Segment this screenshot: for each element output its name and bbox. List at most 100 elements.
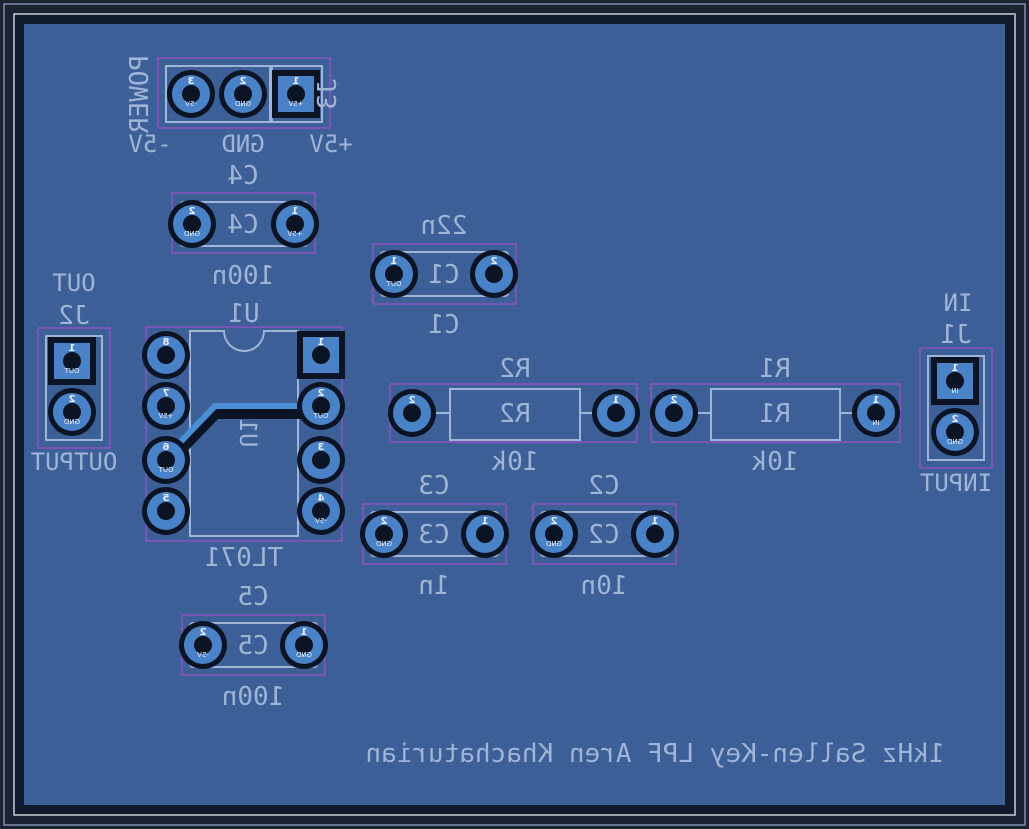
svg-text:2: 2 xyxy=(670,395,677,406)
U1-silk-body xyxy=(189,330,299,537)
C1-body-label: C1 xyxy=(428,260,459,290)
R1-resistor[interactable]: R1 2 1 IN R1 10k xyxy=(650,354,901,477)
svg-text:+5V: +5V xyxy=(158,412,173,420)
R1-reference: R1 xyxy=(759,354,790,384)
svg-text:1: 1 xyxy=(612,395,619,406)
U1-pad-8: 8 xyxy=(142,331,190,379)
J1-input-connector[interactable]: 1 IN 2 GND IN J1 INPUT xyxy=(919,289,993,497)
C4-capacitor[interactable]: C4 2 GND 1 +5V C4 100n xyxy=(168,161,319,291)
J3-power-header[interactable]: 1 +5V 2 GND 3 -5V J3 POWER -5V GND +5V xyxy=(125,55,353,158)
svg-text:1: 1 xyxy=(390,256,397,267)
R1-silk-body xyxy=(710,388,841,441)
svg-text:1: 1 xyxy=(291,206,298,217)
J3-label-gnd: GND xyxy=(221,130,264,158)
svg-text:2: 2 xyxy=(408,395,415,406)
C4-value: 100n xyxy=(212,261,275,291)
J3-reference: J3 xyxy=(313,78,343,109)
J3-pad-1: 1 +5V xyxy=(278,76,314,112)
R2-resistor[interactable]: R2 2 1 R2 10k xyxy=(388,354,640,477)
svg-text:5: 5 xyxy=(162,493,169,504)
J2-extra-label: OUT xyxy=(52,269,95,297)
C1-pad-1: 1 OUT xyxy=(370,250,418,298)
svg-text:8: 8 xyxy=(162,337,169,348)
J2-value: OUTPUT xyxy=(31,448,118,476)
svg-text:-5V: -5V xyxy=(197,651,209,659)
R1-pad-1: 1 IN xyxy=(852,389,900,437)
R2-value: 10k xyxy=(491,447,538,477)
J1-silk-box xyxy=(927,355,985,461)
svg-text:2: 2 xyxy=(188,206,195,217)
J1-courtyard xyxy=(919,347,993,469)
C5-pad-2: 2 -5V xyxy=(179,621,227,669)
svg-text:4: 4 xyxy=(317,493,324,504)
svg-text:2: 2 xyxy=(380,516,387,527)
R1-value: 10k xyxy=(751,447,798,477)
J3-pad-3-net: -5V xyxy=(185,100,197,108)
C3-pad-2: 2 GND xyxy=(360,510,408,558)
J3-pad-2-num: 2 xyxy=(239,76,246,87)
svg-text:7: 7 xyxy=(162,388,169,399)
svg-text:1: 1 xyxy=(300,627,307,638)
U1-courtyard xyxy=(145,326,343,542)
R2-pad-2: 2 xyxy=(388,389,436,437)
C5-reference: C5 xyxy=(237,582,268,612)
J2-output-connector[interactable]: 1 OUT 2 GND OUT J2 OUTPUT xyxy=(31,269,118,476)
C3-capacitor[interactable]: C3 2 GND 1 C3 1n xyxy=(360,471,509,601)
C2-body-label: C2 xyxy=(588,520,619,550)
C4-body-label: C4 xyxy=(227,210,258,240)
svg-text:OUT: OUT xyxy=(64,367,80,375)
J3-pad-2: 2 GND xyxy=(219,70,267,118)
J2-courtyard xyxy=(37,327,111,449)
J3-label-minus5v: -5V xyxy=(128,130,171,158)
svg-text:1: 1 xyxy=(951,363,958,374)
C4-reference: C4 xyxy=(227,161,258,191)
R2-silk-body xyxy=(449,388,581,441)
J2-pad-2: 2 GND xyxy=(48,388,96,436)
C5-value: 100n xyxy=(222,682,285,712)
svg-text:2: 2 xyxy=(199,627,206,638)
J1-extra-label: IN xyxy=(944,289,973,317)
C3-reference: C3 xyxy=(418,471,449,501)
U1-reference: U1 xyxy=(228,299,259,329)
C2-capacitor[interactable]: C2 2 GND 1 C2 10n xyxy=(530,471,679,601)
svg-text:OUT: OUT xyxy=(313,412,329,420)
J2-silk-box xyxy=(45,335,103,441)
J1-pad-1: 1 IN xyxy=(937,363,973,399)
svg-text:GND: GND xyxy=(376,540,392,548)
U1-opamp-dip8[interactable]: 8 7 +5V 6 OUT 5 1 2 OUT 3 xyxy=(142,299,345,573)
svg-text:IN: IN xyxy=(951,387,958,395)
svg-text:GND: GND xyxy=(546,540,562,548)
C1-capacitor[interactable]: C1 1 OUT 2 22n C1 xyxy=(370,211,518,340)
svg-text:GND: GND xyxy=(947,438,963,446)
C2-pad-2: 2 GND xyxy=(530,510,578,558)
C1-reference: C1 xyxy=(428,310,459,340)
svg-text:GND: GND xyxy=(184,230,200,238)
C4-pad-1: 1 +5V xyxy=(271,200,319,248)
J3-pad-1-net: +5V xyxy=(288,100,303,108)
C4-pad-2: 2 GND xyxy=(168,200,216,248)
C3-pad-1: 1 xyxy=(461,510,509,558)
C2-value: 10n xyxy=(581,571,628,601)
svg-text:2: 2 xyxy=(317,388,324,399)
U1-pad-6: 6 OUT xyxy=(142,436,190,484)
J2-pad-1: 1 OUT xyxy=(54,343,90,379)
svg-text:GND: GND xyxy=(296,651,312,659)
svg-text:+5V: +5V xyxy=(287,230,302,238)
U1-pad-3: 3 xyxy=(297,436,345,484)
J3-pad-3-num: 3 xyxy=(187,76,194,87)
svg-text:2: 2 xyxy=(550,516,557,527)
J3-pad-3: 3 -5V xyxy=(167,70,215,118)
U1-pad-7: 7 +5V xyxy=(142,382,190,430)
U1-pad-2: 2 OUT xyxy=(297,382,345,430)
J3-pad-2-net: GND xyxy=(235,100,251,108)
svg-text:2: 2 xyxy=(68,394,75,405)
svg-text:GND: GND xyxy=(64,418,80,426)
J3-pad-1-num: 1 xyxy=(292,76,299,87)
U1-pad-4: 4 -5V xyxy=(297,487,345,535)
board-title: 1kHz Sallen-Key LPF Aren Khachaturian xyxy=(365,739,944,769)
U1-value: TL071 xyxy=(205,543,283,573)
svg-text:3: 3 xyxy=(317,442,324,453)
svg-text:2: 2 xyxy=(951,414,958,425)
svg-text:1: 1 xyxy=(481,516,488,527)
C5-capacitor[interactable]: C5 2 -5V 1 GND C5 100n xyxy=(179,582,328,712)
